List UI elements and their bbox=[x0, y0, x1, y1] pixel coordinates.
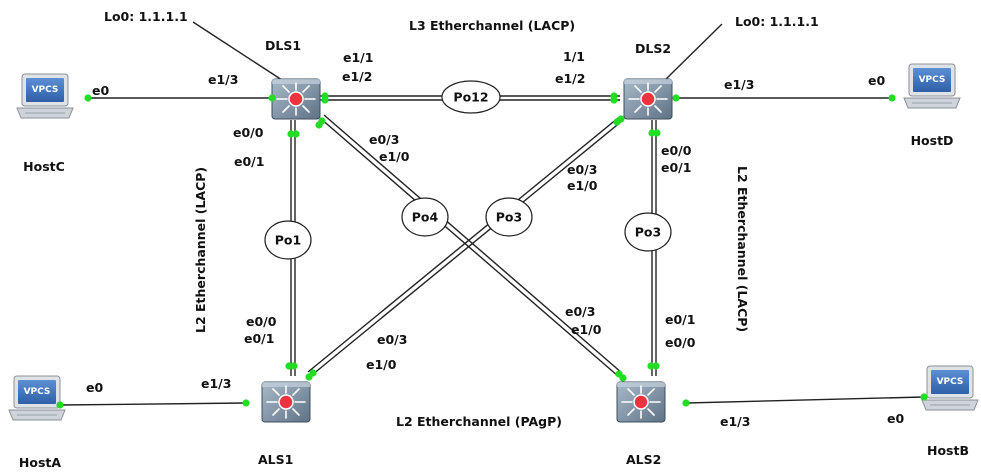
dls2-loopback-label: Lo0: 1.1.1.1 bbox=[735, 14, 819, 29]
hostD-name: HostD bbox=[911, 133, 954, 148]
dls1-loopback-label: Lo0: 1.1.1.1 bbox=[104, 9, 188, 24]
vpcs-hostD-badge: VPCS bbox=[919, 75, 946, 85]
als1-port-e0-0: e0/0 bbox=[246, 314, 277, 329]
dls1-port-e0-3: e0/3 bbox=[369, 132, 399, 147]
als2-port-e1-3: e1/3 bbox=[720, 414, 750, 429]
vpcs-hostC-badge: VPCS bbox=[32, 85, 59, 95]
po3-mid-oval: Po3 bbox=[485, 197, 533, 237]
dls1-name: DLS1 bbox=[265, 38, 301, 53]
switch-als2-icon[interactable] bbox=[616, 381, 666, 423]
dls2-port-e0-3: e0/3 bbox=[567, 162, 597, 177]
cable-hostA-als1 bbox=[59, 402, 247, 406]
als2-name: ALS2 bbox=[626, 452, 661, 467]
po4-oval: Po4 bbox=[401, 197, 449, 237]
vpcs-hostB-badge: VPCS bbox=[937, 377, 964, 387]
dls2-port-e1-2: e1/2 bbox=[555, 71, 585, 86]
dls1-port-e1-2: e1/2 bbox=[342, 69, 372, 84]
als1-name: ALS1 bbox=[258, 452, 293, 467]
hostD-port-e0: e0 bbox=[868, 73, 885, 88]
als2-port-e0-1: e0/1 bbox=[665, 312, 695, 327]
als1-port-e1-3: e1/3 bbox=[201, 376, 231, 391]
hostA-name: HostA bbox=[19, 455, 61, 470]
als2-port-e0-0: e0/0 bbox=[665, 335, 696, 350]
hostA-port-e0: e0 bbox=[86, 380, 103, 395]
hostB-name: HostB bbox=[927, 443, 969, 458]
dls1-port-e1-0: e1/0 bbox=[379, 149, 410, 164]
vpcs-hostB-icon[interactable]: VPCS bbox=[921, 365, 979, 411]
dls2-port-e1-3: e1/3 bbox=[724, 77, 754, 92]
dls2-port-e0-1: e0/1 bbox=[661, 160, 691, 175]
po3-right-oval: Po3 bbox=[624, 212, 672, 252]
cable-als2-hostB bbox=[685, 396, 925, 404]
link-state-dots bbox=[56, 92, 928, 409]
vpcs-hostA-badge: VPCS bbox=[24, 387, 51, 397]
po12-label: Po12 bbox=[453, 90, 488, 105]
dls1-port-e0-1: e0/1 bbox=[234, 154, 264, 169]
cable-bundle-po3-diagonal bbox=[307, 117, 623, 376]
vpcs-hostA-icon[interactable]: VPCS bbox=[8, 375, 66, 421]
dls2-port-e0-0: e0/0 bbox=[661, 143, 692, 158]
switch-dls1-icon[interactable] bbox=[271, 78, 321, 120]
als1-port-e1-0: e1/0 bbox=[366, 357, 397, 372]
po3-mid-label: Po3 bbox=[496, 210, 522, 225]
dls2-name: DLS2 bbox=[635, 41, 671, 56]
l3-etherchannel-title: L3 Etherchannel (LACP) bbox=[409, 18, 575, 33]
dls1-port-e1-3: e1/3 bbox=[208, 72, 238, 87]
switch-dls2-icon[interactable] bbox=[623, 78, 673, 120]
hostB-port-e0: e0 bbox=[887, 411, 904, 426]
als1-port-e0-1: e0/1 bbox=[244, 331, 274, 346]
po1-oval: Po1 bbox=[264, 220, 312, 260]
po1-label: Po1 bbox=[275, 233, 301, 248]
leader-lo0-dls2 bbox=[664, 23, 723, 81]
als1-port-e0-3: e0/3 bbox=[377, 332, 407, 347]
leader-lo0-dls1 bbox=[192, 21, 283, 81]
dls1-port-e0-0: e0/0 bbox=[233, 125, 264, 140]
po3-right-label: Po3 bbox=[635, 225, 661, 240]
l2-etherchannel-pagp-title: L2 Etherchannel (PAgP) bbox=[396, 414, 562, 429]
vpcs-hostC-icon[interactable]: VPCS bbox=[16, 73, 74, 119]
po4-label: Po4 bbox=[412, 210, 439, 225]
als2-port-e1-0: e1/0 bbox=[571, 322, 602, 337]
als2-port-e0-3: e0/3 bbox=[565, 304, 595, 319]
hostC-name: HostC bbox=[23, 159, 65, 174]
dls1-port-e1-1: e1/1 bbox=[343, 50, 373, 65]
l2-etherchannel-right-title: L2 Etherchannel (LACP) bbox=[735, 166, 750, 332]
switch-als1-icon[interactable] bbox=[261, 381, 311, 423]
hostC-port-e0: e0 bbox=[92, 83, 109, 98]
dls2-port-e1-0: e1/0 bbox=[567, 178, 598, 193]
vpcs-hostD-icon[interactable]: VPCS bbox=[903, 63, 961, 109]
po12-oval: Po12 bbox=[441, 80, 501, 114]
l2-etherchannel-left-title: L2 Etherchannel (LACP) bbox=[193, 167, 208, 333]
dls2-port-1-1: 1/1 bbox=[563, 49, 585, 64]
